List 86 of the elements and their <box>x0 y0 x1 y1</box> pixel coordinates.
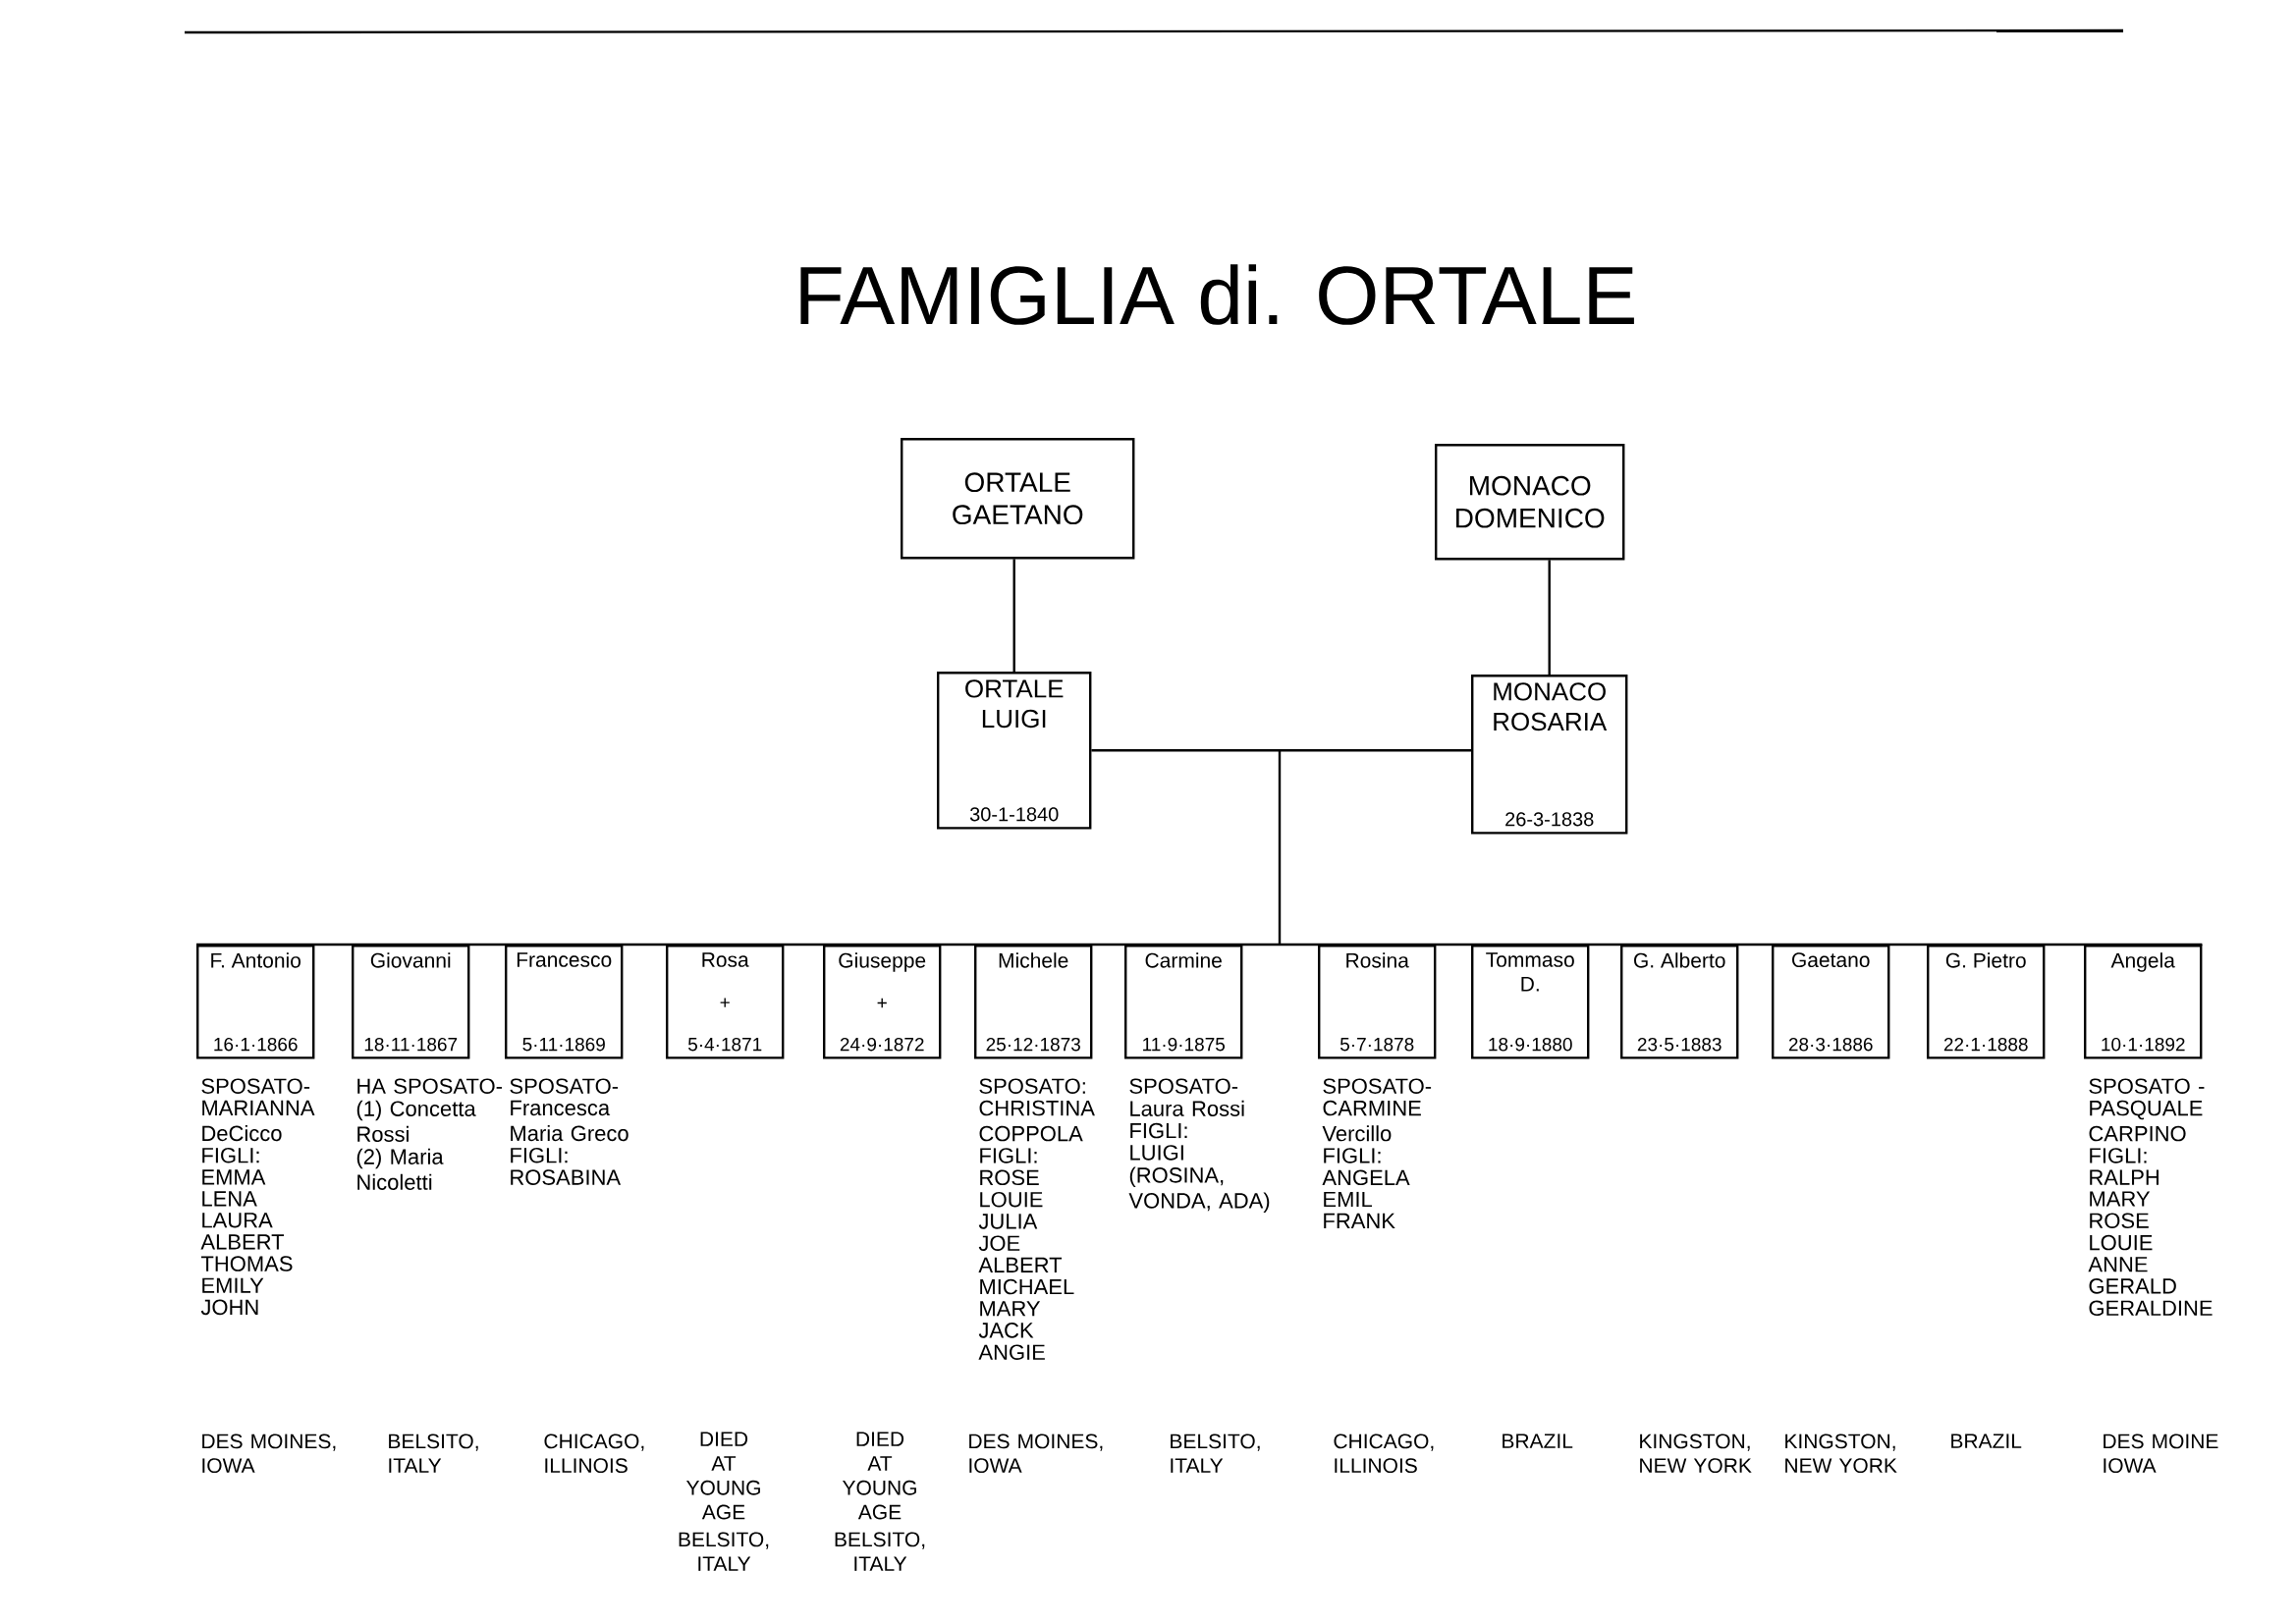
note-text: MICHAEL <box>980 1278 1074 1295</box>
person-box: Carmine 11·9·1875 <box>1124 945 1243 1059</box>
note-text: FIGLI: <box>1130 1122 1187 1139</box>
note-text: SPOSATO- <box>1323 1078 1432 1094</box>
note-text: THOMAS <box>200 1256 293 1271</box>
caption-text: KINGSTON, NEW YORK <box>1640 1434 1752 1474</box>
note-text: LUIGI <box>1130 1145 1183 1161</box>
caption-text: DES MOINE IOWA <box>2104 1434 2218 1474</box>
name-box: ORTALE GAETANO <box>901 438 1135 560</box>
note-text: ALBERT <box>200 1234 285 1250</box>
person-box: Michele 25·12·1873 <box>974 945 1093 1059</box>
caption-text: BRAZIL <box>1951 1434 2022 1448</box>
note-text: ROSE <box>980 1169 1039 1186</box>
person-box: Rosa + 5·4·1871 <box>666 945 785 1059</box>
note-text: FIGLI: <box>511 1147 568 1163</box>
person-box: Francesco 5·11·1869 <box>505 945 624 1059</box>
note-text: EMIL <box>1324 1191 1373 1208</box>
person-box: F. Antonio 16·1·1866 <box>196 945 315 1059</box>
note-text: LOUIE <box>980 1191 1043 1208</box>
note-text: CHRISTINA COPPOLA <box>979 1100 1095 1142</box>
note-text: FIGLI: <box>980 1148 1037 1163</box>
note-text: JOHN <box>200 1299 258 1316</box>
note-text: SPOSATO - <box>2089 1078 2205 1094</box>
name-box: ORTALE LUIGI 30-1-1840 <box>937 672 1092 830</box>
caption-text: DIED AT YOUNG AGE <box>686 1432 760 1520</box>
note-text: GERALD <box>2089 1278 2176 1294</box>
note-text: MARIANNA DeCicco <box>202 1100 315 1142</box>
person-box: Angela 10·1·1892 <box>2084 945 2203 1059</box>
note-text: EMMA <box>202 1169 266 1185</box>
note-text: PASQUALE CARPINO <box>2089 1100 2203 1142</box>
note-text: ANNE <box>2088 1257 2148 1272</box>
caption-text: BELSITO, ITALY <box>679 1532 769 1571</box>
note-text: HA SPOSATO- <box>357 1078 502 1094</box>
name-box: MONACO DOMENICO <box>1435 444 1625 561</box>
note-text: SPOSATO- <box>1129 1078 1238 1094</box>
note-text: MARY <box>2090 1191 2151 1207</box>
person-box: Rosina 5·7·1878 <box>1318 945 1437 1059</box>
caption-text: BELSITO, ITALY <box>1171 1434 1260 1473</box>
note-text: MARY <box>980 1301 1041 1317</box>
connector-line <box>194 749 2204 947</box>
note-text: CARMINE Vercillo <box>1322 1100 1421 1142</box>
note-text: ANGIE <box>978 1344 1045 1360</box>
note-text: (2) Maria Nicoletti <box>356 1148 444 1190</box>
note-text: (ROSINA, VONDA, ADA) <box>1128 1166 1270 1213</box>
note-text: GERALDINE <box>2089 1300 2213 1317</box>
note-text: LAURA <box>202 1213 273 1228</box>
note-text: (1) Concetta Rossi <box>356 1100 476 1142</box>
note-text: SPOSATO: <box>979 1078 1085 1094</box>
person-box: Giuseppe + 24·9·1872 <box>823 945 942 1059</box>
caption-text: DES MOINES, IOWA <box>202 1434 336 1474</box>
note-text: ANGELA <box>1322 1169 1410 1186</box>
connector-line <box>1012 559 1015 672</box>
caption-text: DIED AT YOUNG AGE <box>843 1432 916 1520</box>
note-text: ROSABINA <box>511 1169 622 1185</box>
person-box: Tommaso D. 18·9·1880 <box>1471 945 1590 1059</box>
title: FAMIGLIA di. ORTALE <box>800 264 1634 325</box>
caption-text: BELSITO, ITALY <box>835 1532 925 1571</box>
caption-text: BRAZIL <box>1503 1434 1573 1448</box>
person-box: Gaetano 28·3·1886 <box>1772 945 1890 1059</box>
note-text: FIGLI: <box>2090 1148 2147 1163</box>
note-text: FIGLI: <box>1324 1148 1381 1163</box>
note-text: JACK <box>978 1323 1034 1338</box>
note-text: SPOSATO- <box>201 1078 310 1094</box>
name-box: MONACO ROSARIA 26-3-1838 <box>1471 675 1628 835</box>
person-box: G. Alberto 23·5·1883 <box>1620 945 1739 1059</box>
caption-text: DES MOINES, IOWA <box>969 1434 1103 1474</box>
note-text: RALPH <box>2090 1169 2159 1185</box>
note-text: FRANK <box>1324 1213 1395 1228</box>
caption-text: CHICAGO, ILLINOIS <box>544 1434 644 1474</box>
caption-text: BELSITO, ITALY <box>389 1434 478 1473</box>
note-text: LOUIE <box>2090 1234 2153 1251</box>
note-text: FIGLI: <box>202 1147 259 1163</box>
note-text: JOE <box>978 1235 1020 1251</box>
connector-line <box>1548 560 1551 675</box>
note-text: ROSE <box>2090 1213 2149 1228</box>
person-box: Giovanni 18·11·1867 <box>352 945 470 1059</box>
note-text: Francesca Maria Greco <box>511 1100 629 1142</box>
caption-text: KINGSTON, NEW YORK <box>1785 1434 1897 1474</box>
note-text: EMILY <box>202 1277 264 1293</box>
person-box: G. Pietro 22·1·1888 <box>1927 945 2046 1059</box>
note-text: Laura Rossi <box>1130 1100 1244 1116</box>
note-text: JULIA <box>978 1214 1038 1229</box>
note-text: ALBERT <box>978 1257 1063 1272</box>
note-text: SPOSATO- <box>510 1078 619 1094</box>
note-text: LENA <box>202 1191 257 1207</box>
caption-text: CHICAGO, ILLINOIS <box>1334 1434 1434 1474</box>
